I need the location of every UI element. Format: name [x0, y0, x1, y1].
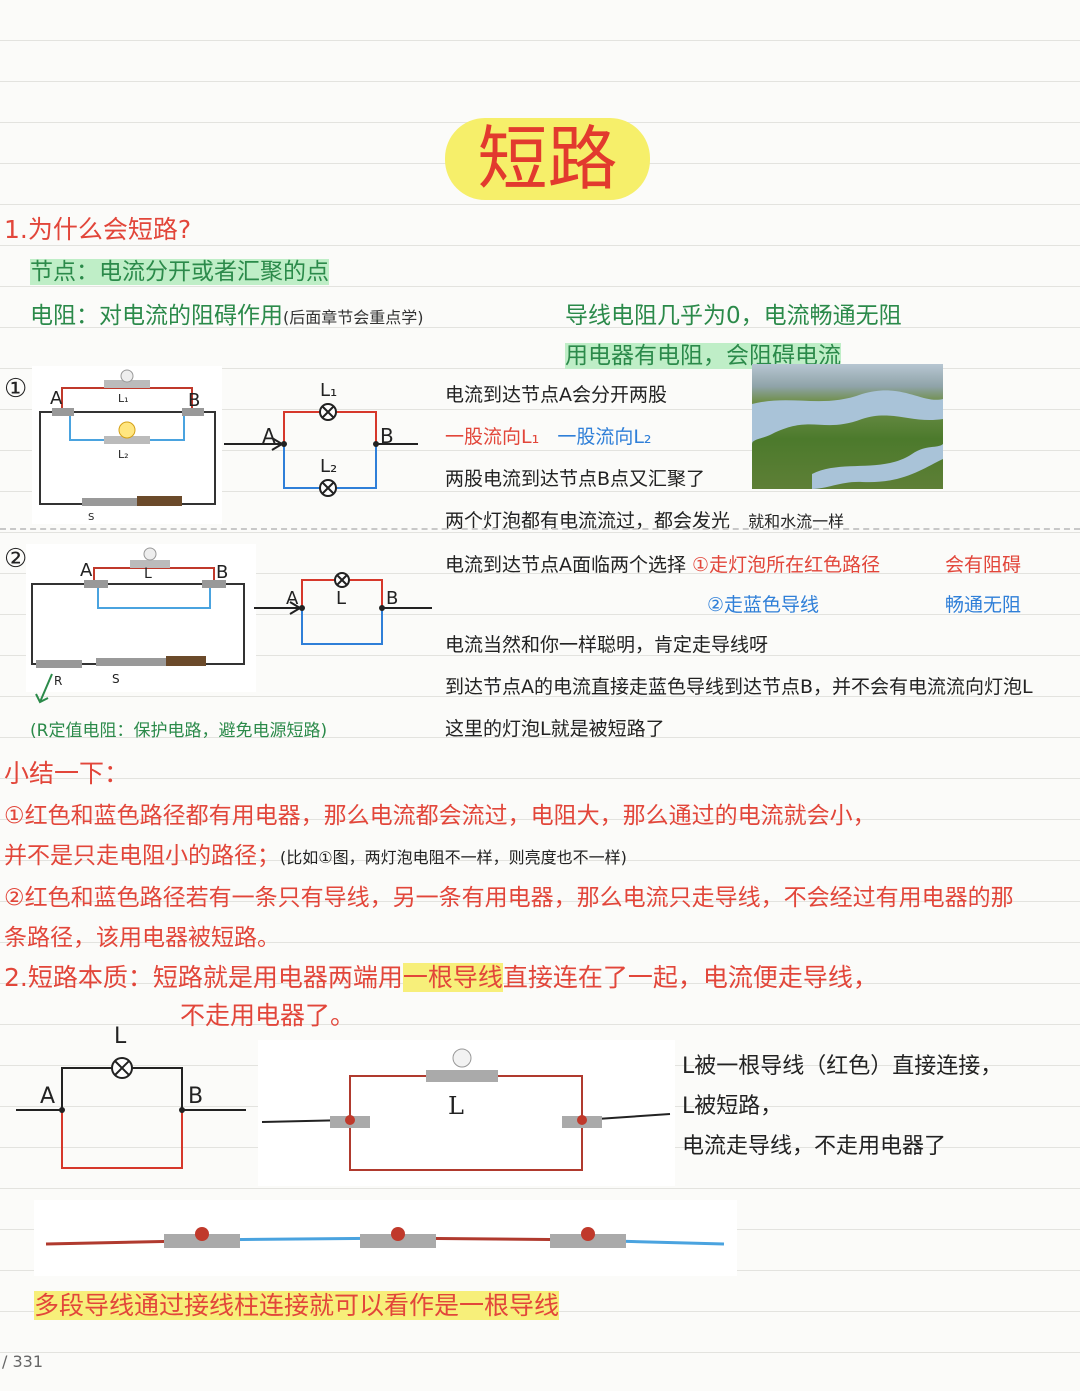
case2-option2: ②走蓝色导线 [707, 594, 820, 616]
case2-option2-tag: 畅通无阻 [945, 594, 1022, 616]
case1-line2: 一股流向L₁ 一股流向L₂ [445, 422, 652, 449]
case2-option1: ①走灯泡所在红色路径 [692, 554, 881, 576]
case1-photo-label-l2: L₂ [118, 448, 129, 461]
case2-schematic: A B L [252, 566, 438, 656]
appliance-note-text: 用电器有电阻，会阻碍电流 [565, 343, 841, 369]
section2-schem-label-l: L [114, 1024, 127, 1049]
node-definition-text: 节点：电流分开或者汇聚的点 [30, 259, 329, 285]
section2-heading-a: 2.短路本质：短路就是用电器两端用 [4, 963, 403, 992]
wire-strip-photo [34, 1200, 737, 1276]
summary-p1b-text: 并不是只走电阻小的路径； [4, 843, 280, 869]
section2-heading: 2.短路本质：短路就是用电器两端用一根导线直接连在了一起，电流便走导线， [4, 958, 878, 994]
footer-note: 多段导线通过接线柱连接就可以看作是一根导线 [34, 1286, 560, 1322]
case2-photo-label-b: B [216, 562, 229, 583]
case1-schem-label-l2: L₂ [320, 456, 338, 477]
footer-note-text: 多段导线通过接线柱连接就可以看作是一根导线 [34, 1291, 560, 1320]
case1-line4: 两个灯泡都有电流流过，都会发光 就和水流一样 [445, 506, 844, 533]
case1-schematic: A B L₁ L₂ [222, 380, 422, 500]
r-arrow [34, 672, 64, 706]
summary-p2b: 条路径，该用电器被短路。 [4, 925, 280, 951]
case2-photo-label-r: R [54, 674, 63, 688]
summary-p1c: (比如①图，两灯泡电阻不一样，则亮度也不一样) [280, 848, 627, 867]
case2-line2: 电流当然和你一样聪明，肯定走导线呀 [445, 634, 769, 656]
case1-schem-label-l1: L₁ [320, 380, 338, 401]
section2-desc1: L被一根导线（红色）直接连接， [682, 1054, 1003, 1079]
case2-line3: 到达节点A的电流直接走蓝色导线到达节点B，并不会有电流流向灯泡L [445, 676, 1033, 698]
resistance-definition: 电阻：对电流的阻碍作用(后面章节会重点学) [30, 296, 424, 330]
case1-schem-label-a: A [262, 424, 276, 448]
case1-photo-label-b: B [188, 390, 201, 411]
case2-schem-label-b: B [386, 588, 399, 609]
section2-heading-highlight: 一根导线 [402, 963, 503, 992]
case2-schematic-svg [254, 572, 432, 645]
case2-photo-label-s: S [112, 672, 120, 686]
case1-branch-l1: 一股流向L₁ [445, 426, 540, 448]
case1-marker: ① [4, 374, 28, 404]
page-title: 短路 [445, 118, 650, 200]
case1-photo-label-a: A [50, 388, 63, 409]
case2-line1-text: 电流到达节点A面临两个选择 [445, 554, 686, 576]
node-definition: 节点：电流分开或者汇聚的点 [30, 252, 329, 286]
page-counter: / 331 [2, 1352, 44, 1371]
case2-marker: ② [4, 544, 28, 574]
case1-line1: 电流到达节点A会分开两股 [445, 384, 667, 406]
case1-photo-circuit-svg [39, 369, 216, 506]
summary-p2a: ②红色和蓝色路径若有一条只有导线，另一条有用电器，那么电流只走导线，不会经过有用… [4, 885, 1014, 911]
summary-p1a: ①红色和蓝色路径都有用电器，那么电流都会流过，电阻大，那么通过的电流就会小， [4, 803, 876, 829]
case2-photo-label-a: A [80, 560, 93, 581]
section-divider [0, 528, 1080, 530]
wire-strip-photo-svg [45, 1227, 725, 1248]
r-note: (R定值电阻：保护电路，避免电源短路) [30, 721, 328, 741]
section2-desc2: L被短路， [682, 1094, 783, 1119]
case2-photo-label-l: L [144, 566, 152, 582]
case1-line3: 两股电流到达节点B点又汇聚了 [445, 468, 706, 490]
case2-schem-label-l: L [336, 588, 347, 609]
summary-heading: 小结一下： [4, 759, 130, 788]
section2-heading-b: 直接连在了一起，电流便走导线， [502, 963, 878, 992]
case2-schem-label-a: A [286, 588, 299, 609]
case1-schem-label-b: B [380, 424, 394, 448]
case2-line4: 这里的灯泡L就是被短路了 [445, 718, 665, 740]
r-arrow-svg [35, 673, 53, 704]
case2-photo-circuit: A B L R S [26, 544, 256, 692]
summary-p1b: 并不是只走电阻小的路径；(比如①图，两灯泡电阻不一样，则亮度也不一样) [4, 836, 627, 870]
wire-note: 导线电阻几乎为0，电流畅通无阻 [565, 303, 902, 329]
case2-option1-tag: 会有阻碍 [945, 554, 1022, 576]
case1-photo-label-l1: L₁ [118, 392, 129, 405]
section2-photo-circuit-svg [261, 1048, 671, 1171]
section2-desc3: 电流走导线，不走用电器了 [682, 1134, 947, 1159]
case1-photo-label-s: S [88, 512, 95, 523]
section2-heading-c: 不走用电器了。 [180, 1001, 356, 1030]
case2-line1: 电流到达节点A面临两个选择 ①走灯泡所在红色路径 [445, 550, 880, 577]
resistance-definition-text: 电阻：对电流的阻碍作用 [30, 303, 283, 329]
resistance-note: (后面章节会重点学) [283, 308, 424, 327]
section2-schematic-svg [16, 1057, 246, 1169]
case1-branch-l2: 一股流向L₂ [557, 426, 652, 448]
section2-schem-label-a: A [40, 1084, 56, 1109]
case1-photo-circuit: A B L₁ L₂ S [32, 366, 222, 524]
case1-schematic-svg [224, 403, 418, 497]
section2-schematic: L A B [14, 1024, 254, 1174]
case2-photo-circuit-svg [31, 547, 245, 668]
appliance-note: 用电器有电阻，会阻碍电流 [565, 336, 841, 370]
section2-photo-label-l: L [448, 1092, 464, 1120]
section2-schem-label-b: B [188, 1084, 204, 1109]
section2-photo-circuit: L [258, 1040, 675, 1186]
river-photo-svg [752, 390, 943, 489]
section1-heading: 1.为什么会短路? [4, 215, 192, 244]
case1-line4-text: 两个灯泡都有电流流过，都会发光 [445, 510, 731, 532]
case1-line4-note: 就和水流一样 [748, 512, 845, 531]
river-photo [752, 364, 943, 489]
